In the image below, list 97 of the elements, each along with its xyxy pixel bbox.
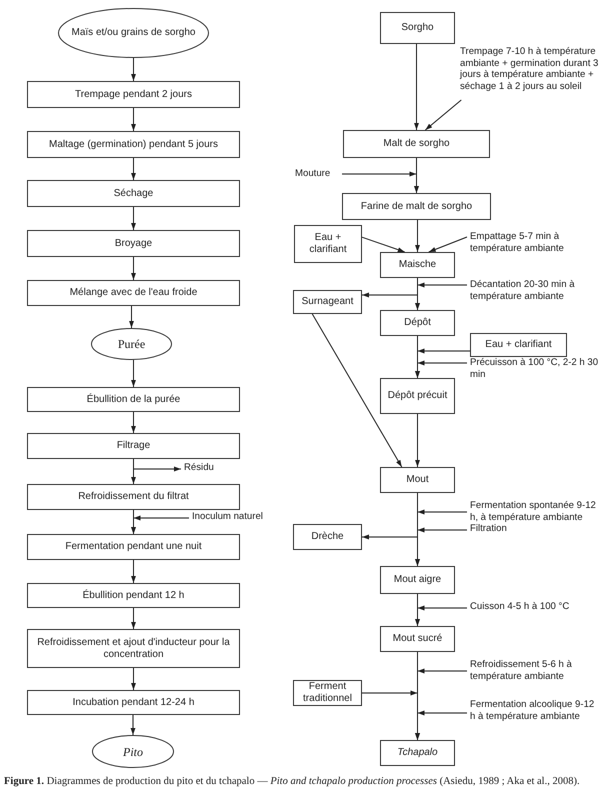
- step-note: Refroidissement 5-6 h à température ambiante: [467, 659, 599, 682]
- process-box: [380, 378, 455, 414]
- step-label: Refroidissement et ajout d'inducteur pour la concentration: [36, 636, 231, 660]
- process-box: [27, 629, 240, 668]
- step-label: Pito: [122, 746, 144, 758]
- step-note: Résidu: [181, 462, 251, 474]
- step-label: Incubation pendant 12-24 h: [72, 696, 194, 708]
- step-label: Purée: [116, 338, 146, 350]
- arrow: [131, 608, 136, 630]
- arrow: [415, 282, 468, 310]
- arrow: [414, 44, 419, 130]
- arrow: [131, 458, 136, 484]
- process-box: [294, 225, 362, 263]
- process-box: [27, 81, 240, 108]
- step-note: Cuisson 4-5 h à 100 °C: [467, 601, 599, 612]
- process-box: [27, 484, 240, 510]
- step-label: Ébullition pendant 12 h: [82, 590, 184, 602]
- process-box: [27, 583, 240, 608]
- process-box: [380, 12, 455, 44]
- arrow: [424, 100, 462, 130]
- process-box: [27, 280, 240, 306]
- process-box: [293, 290, 362, 314]
- step-label: Maische: [398, 259, 436, 271]
- step-label: Sorgho: [401, 22, 434, 34]
- process-box: [380, 740, 455, 766]
- step-note: Fermentation alcoolique 9-12 h à température ambiante: [467, 699, 599, 722]
- process-box: [380, 566, 455, 594]
- step-label: Trempage pendant 2 jours: [75, 88, 192, 100]
- step-label: Ferment traditionnel: [302, 681, 353, 705]
- step-label: Ébullition de la purée: [86, 394, 180, 406]
- arrow: [415, 220, 420, 252]
- arrow: [415, 360, 468, 378]
- process-box: [27, 534, 240, 560]
- process-box: [293, 680, 362, 706]
- figure-caption: Figure 1. Diagrammes de production du pito et du tchapalo — Pito and tchapalo production processes (Asiedu, 1989 ; Aka et al., 2008).: [4, 776, 581, 788]
- step-label: Malt de sorgho: [383, 138, 450, 150]
- step-label: Tchapalo: [397, 747, 438, 759]
- step-label: Fermentation pendant une nuit: [65, 541, 202, 553]
- process-box: [27, 180, 240, 207]
- arrow: [131, 108, 136, 132]
- step-note: Mouture: [292, 168, 342, 180]
- arrow: [131, 510, 136, 534]
- step-label: Refroidissement du filtrat: [78, 491, 189, 503]
- arrow: [131, 206, 136, 230]
- arrow: [131, 668, 136, 690]
- arrow: [130, 714, 136, 736]
- step-label: Surnageant: [302, 296, 354, 308]
- arrow: [131, 360, 136, 388]
- step-note: Filtration: [467, 523, 567, 534]
- step-label: Farine de malt de sorgho: [360, 200, 472, 212]
- step-label: Maltage (germination) pendant 5 jours: [49, 138, 218, 150]
- process-box: [380, 467, 455, 493]
- process-box: [380, 626, 455, 652]
- step-label: Drèche: [311, 531, 344, 543]
- arrow: [415, 606, 468, 626]
- step-label: Séchage: [114, 188, 154, 200]
- step-label: Filtrage: [116, 440, 150, 452]
- arrow: [131, 560, 136, 584]
- process-box: [342, 193, 491, 220]
- process-box: [380, 252, 455, 278]
- arrow: [415, 414, 420, 468]
- arrow: [312, 314, 402, 468]
- process-box: [27, 387, 240, 412]
- process-box: [470, 333, 567, 357]
- step-note: Décantation 20-30 min à température ambiante: [467, 279, 599, 302]
- step-label: Eau + clarifiant: [485, 339, 552, 351]
- arrow: [129, 306, 134, 328]
- arrow: [131, 412, 136, 434]
- step-note: Fermentation spontanée 9-12 h, à température ambiante: [467, 500, 599, 523]
- arrow: [131, 158, 136, 180]
- process-box: [27, 230, 240, 257]
- step-note: Précuisson à 100 °C, 2-2 h 30 min: [467, 357, 599, 380]
- arrow: [415, 528, 468, 566]
- step-label: Eau + clarifiant: [308, 232, 348, 256]
- step-label: Mout sucré: [392, 633, 442, 645]
- step-label: Maïs et/ou grains de sorgho: [70, 27, 196, 39]
- step-label: Dépôt précuit: [388, 390, 448, 402]
- arrow: [428, 236, 468, 252]
- step-note: Inoculum naturel: [189, 511, 289, 522]
- arrow: [415, 710, 468, 740]
- process-box: [27, 690, 240, 715]
- process-box: [27, 131, 240, 158]
- step-label: Mout aigre: [394, 574, 442, 586]
- step-note: Trempage 7-10 h à température ambiante + germination durant 3 jours à température ambiante + séchage 1 à 2 jours au soleil: [457, 46, 599, 92]
- arrow: [342, 172, 419, 194]
- arrow: [131, 256, 136, 280]
- process-box: [293, 524, 362, 550]
- process-box: [343, 130, 490, 158]
- step-label: Mout: [406, 474, 429, 486]
- process-box: [27, 433, 240, 459]
- process-box: [380, 310, 455, 336]
- step-note: Empattage 5-7 min à température ambiante: [467, 231, 599, 254]
- step-label: Dépôt: [404, 317, 431, 329]
- arrow: [362, 236, 406, 252]
- arrow: [131, 58, 136, 82]
- step-label: Broyage: [114, 238, 152, 250]
- step-label: Mélange avec de l'eau froide: [70, 287, 198, 299]
